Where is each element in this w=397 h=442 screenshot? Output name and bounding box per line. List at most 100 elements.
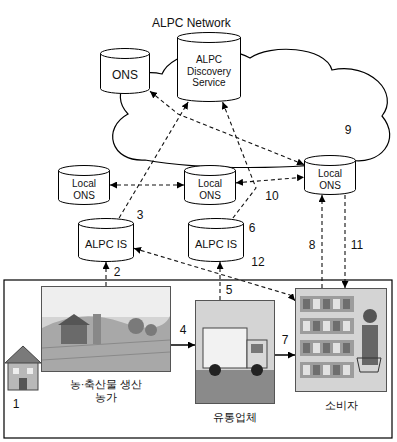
- node-label: ONS: [112, 69, 138, 83]
- truck-cab: [247, 340, 267, 368]
- node-label: ALPC IS: [195, 238, 237, 251]
- goods: [323, 299, 330, 309]
- dashed-connector: [219, 262, 220, 300]
- goods: [313, 365, 320, 375]
- barn-roof: [58, 314, 90, 325]
- goods: [303, 365, 310, 375]
- database-cylinder: ONS: [100, 48, 150, 94]
- callout-number: 4: [180, 324, 187, 336]
- cylinder-top: [189, 219, 244, 229]
- shelf: [300, 318, 354, 334]
- database-cylinder: ALPC Discovery Service: [177, 32, 241, 102]
- database-cylinder: Local ONS: [184, 165, 236, 205]
- cylinder-side: [178, 37, 241, 97]
- goods: [303, 343, 310, 353]
- node-label: 유통업체: [213, 411, 257, 424]
- goods: [333, 321, 340, 331]
- goods: [303, 299, 310, 309]
- cylinder-top: [101, 49, 150, 59]
- building-wall: [8, 362, 38, 390]
- dashed-connector: [344, 195, 345, 288]
- callout-number: 11: [351, 239, 363, 251]
- photo-background: [196, 301, 275, 404]
- database-cylinder: Local ONS: [58, 165, 110, 205]
- cloud-path: [113, 49, 390, 167]
- cylinder-top: [305, 156, 356, 166]
- callout-number: 3: [137, 209, 144, 221]
- callout-number: 7: [282, 334, 289, 346]
- callout-number: 12: [251, 256, 264, 268]
- goods: [343, 299, 350, 309]
- tree: [128, 318, 144, 334]
- photo-background: [42, 287, 171, 372]
- dashed-connector: [321, 195, 322, 288]
- dashed-connector: [119, 102, 188, 218]
- node-label: ALPC IS: [85, 238, 127, 251]
- goods: [343, 365, 350, 375]
- shopping-cart: [357, 358, 381, 372]
- shelf: [300, 296, 354, 312]
- callout-number: 1: [13, 398, 20, 410]
- goods: [323, 321, 330, 331]
- shopper-head: [363, 309, 377, 323]
- callout-number: 10: [265, 190, 278, 202]
- goods: [323, 365, 330, 375]
- building-icon: [5, 346, 41, 390]
- cylinder-top: [59, 166, 110, 176]
- goods: [343, 343, 350, 353]
- node-label: 농·축산물 생산 농가: [66, 378, 146, 403]
- cylinder-top: [79, 219, 134, 229]
- dashed-connector: [105, 262, 106, 286]
- goods: [323, 343, 330, 353]
- dashed-connector: [110, 184, 184, 185]
- server-cylinder: ALPC IS: [188, 218, 244, 262]
- dashed-connector: [150, 91, 304, 164]
- building-door: [19, 378, 27, 390]
- producer-photo: 농·축산물 생산 농가: [41, 286, 171, 410]
- node-label: Local ONS: [191, 178, 229, 201]
- node-label: Local ONS: [65, 178, 103, 201]
- distributor-photo: 유통업체: [195, 300, 275, 430]
- goods: [343, 321, 350, 331]
- node-label: 소비자: [325, 399, 358, 412]
- goods: [313, 343, 320, 353]
- silo: [93, 314, 101, 344]
- wheel: [251, 364, 263, 376]
- goods: [313, 321, 320, 331]
- goods: [303, 321, 310, 331]
- callout-number: 8: [309, 239, 316, 251]
- cylinder-top: [178, 33, 241, 43]
- goods: [333, 343, 340, 353]
- photo-frame: [195, 300, 275, 430]
- callout-number: 2: [114, 266, 121, 278]
- shopper-body: [362, 325, 378, 365]
- flow-arrow: [171, 344, 195, 346]
- building-roof: [5, 346, 41, 363]
- goods: [333, 299, 340, 309]
- scene-frame: [4, 280, 392, 438]
- truck-window: [251, 344, 263, 353]
- callout-number: 6: [249, 222, 256, 234]
- photo-frame: [295, 288, 387, 418]
- node-label: ALPC Discovery Service: [181, 54, 237, 89]
- cylinder-top: [185, 166, 236, 176]
- server-cylinder: ALPC IS: [78, 218, 134, 262]
- cylinder-body: [178, 37, 241, 97]
- shelf: [300, 340, 354, 356]
- network-cloud: ONS ALPC Discovery Service ALPC Network: [68, 2, 368, 122]
- dashed-connector: [236, 177, 304, 183]
- callout-number: 9: [345, 124, 352, 136]
- wheel: [209, 364, 221, 376]
- node-label: Local ONS: [311, 168, 349, 191]
- network-title: ALPC Network: [152, 17, 231, 31]
- road: [196, 370, 274, 403]
- consumer-photo: 소비자: [295, 288, 387, 418]
- callout-number: 5: [226, 284, 233, 296]
- database-cylinder: Local ONS: [304, 155, 356, 195]
- flow-arrow: [275, 354, 295, 356]
- photo-background: [296, 289, 387, 392]
- shelf: [300, 362, 354, 378]
- sky: [42, 287, 170, 317]
- barn: [61, 324, 87, 344]
